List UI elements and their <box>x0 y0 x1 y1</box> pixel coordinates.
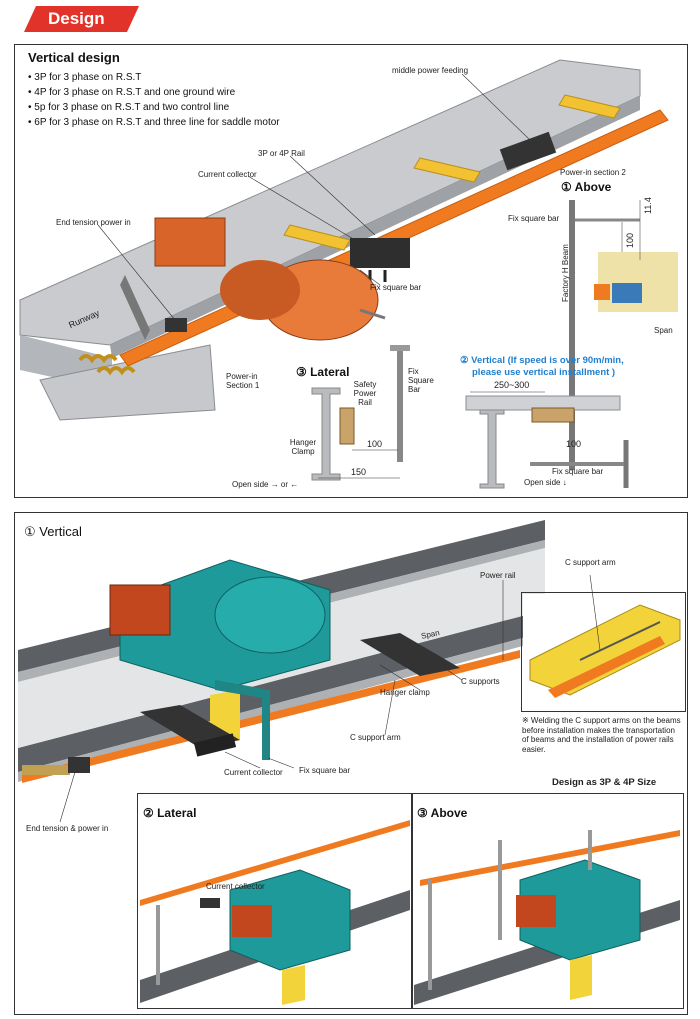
bullet-item: 3P for 3 phase on R.S.T <box>28 70 280 85</box>
design-badge: Design <box>48 9 105 28</box>
end-tension-power-label: End tension & power in <box>26 824 109 833</box>
c-supports-label: C supports <box>461 677 500 686</box>
lateral-subpanel <box>137 793 413 1009</box>
vertical-note-line1: ② Vertical (If speed is over 90m/min, <box>460 355 624 366</box>
inset-c-support-arm-label: C support arm <box>565 558 616 567</box>
bottom-above-title: ③ Above <box>417 806 468 820</box>
hanger-clamp-bottom-label: Hanger clamp <box>380 688 430 697</box>
welding-note: ※ Welding the C support arms on the beam… <box>522 716 681 754</box>
vertical-open-side: Open side ↓ <box>524 478 567 487</box>
vertical-dim-250: 250~300 <box>494 380 530 390</box>
lateral-dim-150: 150 <box>351 467 367 477</box>
bullet-item: 6P for 3 phase on R.S.T and three line f… <box>28 115 279 130</box>
lateral-current-collector-label: Current collector <box>206 882 265 891</box>
vertical-fix-bar-label: Fix square bar <box>552 467 604 476</box>
lateral-fix-bar-label: Fix Square Bar <box>408 367 434 394</box>
bullet-item: 4P for 3 phase on R.S.T and one ground w… <box>28 85 280 100</box>
middle-power-label: middle power feeding <box>392 66 469 75</box>
c-support-arm-label: C support arm <box>350 733 401 742</box>
span-label: Span <box>654 326 673 335</box>
above-dim-100: 100 <box>625 232 635 248</box>
bottom-current-collector-label: Current collector <box>224 768 283 777</box>
above-dim-small: 11.4 <box>643 197 653 214</box>
bottom-fix-square-bar-label: Fix square bar <box>299 766 351 775</box>
power-in-2-label: Power-in section 2 <box>560 168 626 177</box>
bottom-vertical-title: ① Vertical <box>24 524 82 539</box>
lateral-open-side: Open side → or ← <box>232 480 299 489</box>
factory-beam-label: Factory H Beam <box>561 244 570 302</box>
current-collector-label: Current collector <box>198 170 257 179</box>
lateral-title: ③ Lateral <box>296 365 350 379</box>
power-rail-label: Power rail <box>480 571 516 580</box>
above-title: ① Above <box>561 180 612 194</box>
vertical-dim-100: 100 <box>566 439 582 449</box>
safety-rail-label: Safety Power Rail <box>353 380 377 407</box>
vertical-note-line2: please use vertical installment ) <box>472 367 616 378</box>
size-note: Design as 3P & 4P Size <box>552 777 657 788</box>
design-badge-shape <box>24 6 139 32</box>
end-tension-label: End tension power in <box>56 218 131 227</box>
lateral-dim-100: 100 <box>367 439 383 449</box>
bullet-item: 5p for 3 phase on R.S.T and two control … <box>28 100 280 115</box>
above-subpanel <box>411 793 684 1009</box>
rail-label: 3P or 4P Rail <box>258 149 305 158</box>
power-in-1-label: Power-in <box>226 372 258 381</box>
fix-square-bar-label: Fix square bar <box>370 283 422 292</box>
hanger-clamp-label: Hanger Clamp <box>289 438 317 456</box>
inset-frame <box>521 592 686 712</box>
power-in-1-section-label: Section 1 <box>226 381 260 390</box>
design-bullet-list: 3P for 3 phase on R.S.T 4P for 3 phase o… <box>28 70 280 130</box>
above-fix-bar-label: Fix square bar <box>508 214 560 223</box>
bottom-lateral-title: ② Lateral <box>143 806 197 820</box>
vertical-design-title: Vertical design <box>28 50 120 65</box>
